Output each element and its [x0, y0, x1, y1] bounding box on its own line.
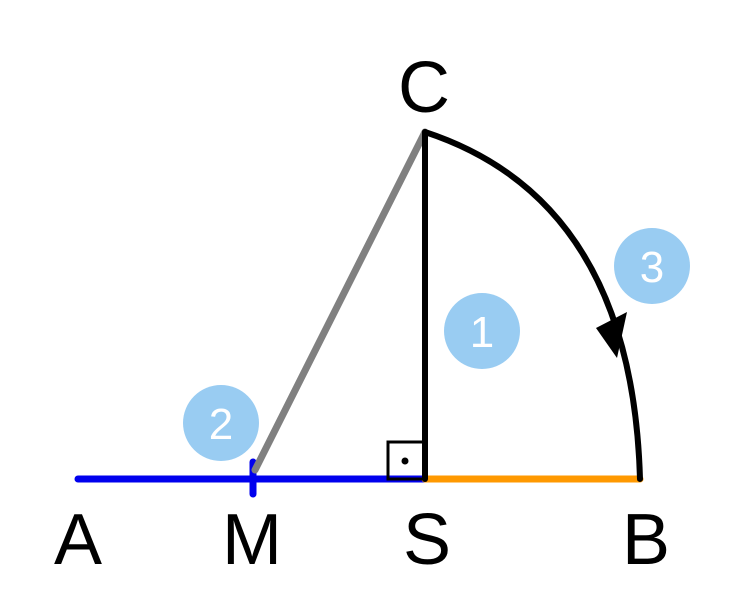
arc-arrowhead	[596, 312, 627, 358]
segment-m-c	[251, 128, 429, 474]
right-angle-dot	[401, 457, 409, 465]
step-badge-1-label: 1	[470, 308, 494, 357]
step-badge-3-label: 3	[640, 243, 664, 292]
point-label-m: M	[222, 500, 282, 580]
point-label-a: A	[54, 500, 102, 580]
step-badge-1	[444, 293, 520, 369]
step-badge-3	[614, 228, 690, 304]
right-angle-marker	[386, 440, 427, 481]
point-label-s: S	[403, 500, 451, 580]
step-badge-2	[183, 385, 259, 461]
step-badge-2-label: 2	[209, 400, 233, 449]
point-label-c: C	[398, 48, 450, 128]
point-label-b: B	[622, 500, 670, 580]
rotation-arc	[422, 129, 643, 482]
